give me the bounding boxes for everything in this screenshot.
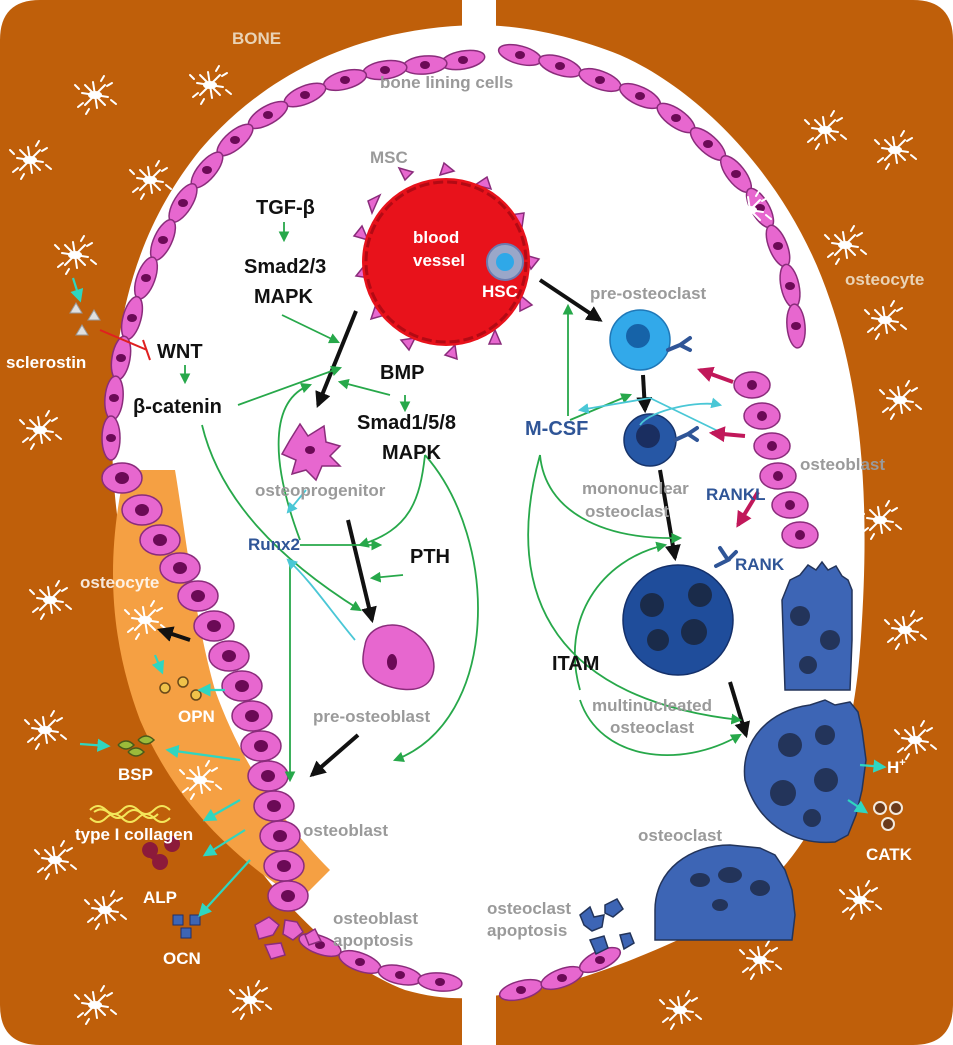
label-osteoclast-apoptosis-1: osteoclast <box>487 899 571 918</box>
bone-gap <box>462 0 496 1045</box>
label-smad23: Smad2/3 <box>244 256 326 278</box>
catk-granules <box>873 801 903 831</box>
label-osteoclast: osteoclast <box>638 826 722 845</box>
label-multinucleated-2: osteoclast <box>610 718 694 737</box>
rank-receptors <box>666 336 738 568</box>
label-mapk-2: MAPK <box>382 442 441 464</box>
label-blood-vessel-1: blood <box>413 228 459 247</box>
ocn-squares <box>172 914 201 939</box>
label-osteoblast-apoptosis-2: apoptosis <box>333 931 413 950</box>
label-opn: OPN <box>178 707 215 726</box>
label-catk: CATK <box>866 845 913 864</box>
osteoclast-apoptosis-cells <box>579 898 635 956</box>
label-osteoprogenitor: osteoprogenitor <box>255 481 386 500</box>
label-osteoblast-apoptosis-1: osteoblast <box>333 909 418 928</box>
multinucleated-nuclei <box>640 583 712 651</box>
label-msc: MSC <box>370 148 408 167</box>
label-pre-osteoblast: pre-osteoblast <box>313 707 430 726</box>
pre-osteoblast-nucleus <box>387 654 397 670</box>
sclerostin-inhibition <box>99 329 151 361</box>
label-m-csf: M-CSF <box>525 418 588 440</box>
osteoclast-top-nuclei <box>790 606 840 674</box>
osteoclast-top <box>781 560 853 691</box>
mononuclear-osteoclast-nucleus <box>636 424 660 448</box>
green-arrows <box>179 222 743 783</box>
bsp-granules <box>117 735 156 757</box>
label-pth: PTH <box>410 546 450 568</box>
osteoclast-middle <box>743 699 867 844</box>
osteoprogenitor-nucleus <box>305 446 315 454</box>
label-mononuclear-2: osteoclast <box>585 502 669 521</box>
label-h-plus: H+ <box>887 757 906 777</box>
osteoclast-bottom <box>654 844 796 941</box>
label-rankl: RANKL <box>706 485 766 504</box>
light-blue-arrows <box>286 397 723 641</box>
alp-molecules <box>142 836 181 870</box>
label-multinucleated-1: multinucleated <box>592 696 712 715</box>
label-mapk-1: MAPK <box>254 286 313 308</box>
label-bone-lining-cells: bone lining cells <box>380 73 513 92</box>
label-beta-catenin: β-catenin <box>133 396 222 418</box>
multinucleated-osteoclast-cell <box>622 564 734 676</box>
label-blood-vessel-2: vessel <box>413 251 465 270</box>
label-wnt: WNT <box>157 341 203 363</box>
type-i-collagen <box>89 805 171 823</box>
label-rank: RANK <box>735 555 785 574</box>
rankl-arrows <box>696 366 760 528</box>
label-pre-osteoclast: pre-osteoclast <box>590 284 707 303</box>
pre-osteoclast-nucleus <box>626 324 650 348</box>
sclerostin-triangles <box>69 302 101 336</box>
label-osteoblast-right: osteoblast <box>800 455 885 474</box>
label-osteoblast-main: osteoblast <box>303 821 388 840</box>
osteoclast-bottom-nuclei <box>690 867 770 911</box>
blood-vessel <box>352 161 541 361</box>
label-alp: ALP <box>143 888 177 907</box>
label-bsp: BSP <box>118 765 153 784</box>
label-tgf-beta: TGF-β <box>256 197 315 219</box>
label-ocn: OCN <box>163 949 201 968</box>
label-type-i-collagen: type I collagen <box>75 825 193 844</box>
label-hsc: HSC <box>482 282 518 301</box>
label-itam: ITAM <box>552 653 599 675</box>
label-osteocyte-right: osteocyte <box>845 270 924 289</box>
label-bmp: BMP <box>380 362 424 384</box>
label-mononuclear-1: mononuclear <box>582 479 689 498</box>
osteoblast-apoptosis-cells <box>254 916 323 960</box>
osteoclast-middle-nuclei <box>770 725 838 827</box>
label-smad158: Smad1/5/8 <box>357 412 456 434</box>
label-bone: BONE <box>232 29 281 48</box>
label-osteoclast-apoptosis-2: apoptosis <box>487 921 567 940</box>
label-sclerostin: sclerostin <box>6 353 86 372</box>
label-osteocyte-left: osteocyte <box>80 573 159 592</box>
cyan-arrows <box>70 277 887 917</box>
label-runx2: Runx2 <box>248 535 300 554</box>
bone-lining-cells-right <box>497 43 819 1002</box>
pre-osteoblast-cell <box>362 624 435 691</box>
bone-lining-cells-left <box>101 49 486 992</box>
